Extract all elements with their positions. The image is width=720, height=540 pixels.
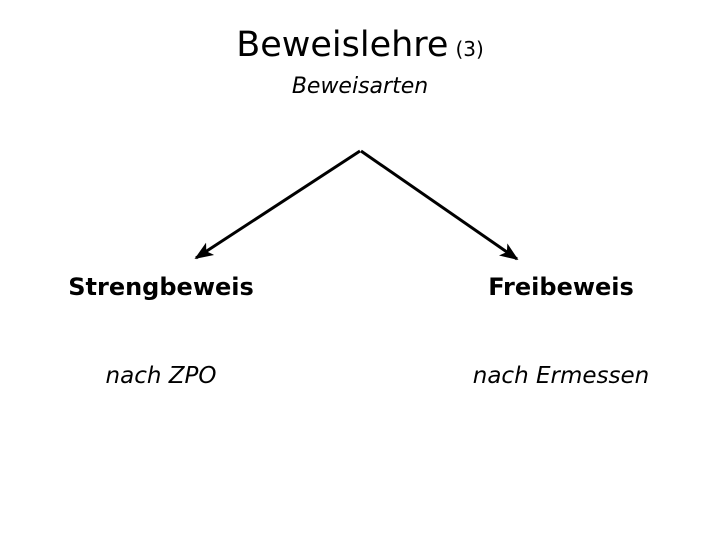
slide-subtitle: Beweisarten <box>0 76 720 98</box>
slide-title: Beweislehre(3) <box>0 28 720 63</box>
branch-heading-freibeweis: Freibeweis <box>488 273 634 301</box>
branch-sub-strengbeweis: nach ZPO <box>105 363 217 389</box>
branch-heading-strengbeweis: Strengbeweis <box>68 273 254 301</box>
branch-sub-freibeweis: nach Ermessen <box>472 363 650 389</box>
arrow-to-freibeweis <box>360 149 519 261</box>
slide-title-main: Beweislehre <box>236 25 449 65</box>
slide-subtitle-text: Beweisarten <box>291 74 429 99</box>
slide-title-suffix: (3) <box>455 37 484 61</box>
arrow-to-strengbeweis <box>194 149 361 260</box>
